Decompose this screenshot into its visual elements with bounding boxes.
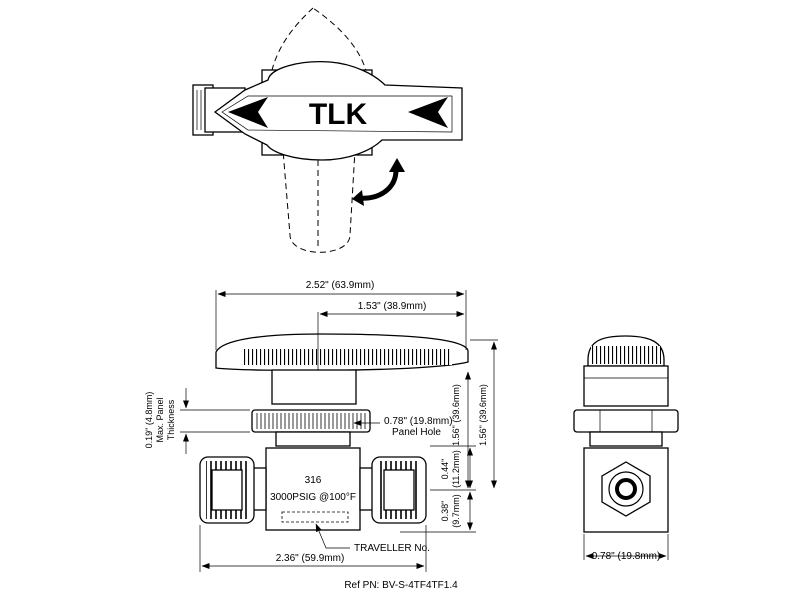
- side-bonnet: [589, 431, 663, 447]
- side-stem: [583, 365, 669, 407]
- dim-end-to-end: 2.36" (59.9mm): [276, 553, 345, 564]
- traveller-plate: [281, 511, 349, 523]
- dim-handle-offset: 1.53" (38.9mm): [358, 301, 427, 312]
- handle-alt-position-outline: [269, 7, 369, 253]
- right-arrow-icon: [408, 97, 448, 128]
- front-stem: [271, 369, 357, 405]
- dim-centerline-upper-mm: (11.2mm): [451, 450, 461, 488]
- brand-logo: TLK: [309, 98, 368, 131]
- dim-overall-width: 2.52" (63.9mm): [306, 280, 375, 291]
- body-material: 316: [305, 475, 322, 486]
- rotation-arrow-icon: [357, 169, 399, 201]
- valve-body: [265, 447, 361, 531]
- dim-panel-thickness-value: 0.19" (4.8mm): [144, 392, 154, 449]
- top-view: TLK: [192, 7, 463, 253]
- traveller-leader: [315, 523, 350, 549]
- front-view: 316 3000PSIG @100°F 2.52" (63.9mm) 1.53"…: [144, 280, 498, 591]
- traveller-label: TRAVELLER No.: [354, 543, 430, 554]
- reference-part-number: Ref PN: BV-S-4TF4TF1.4: [344, 580, 458, 591]
- side-view: 0.78" (19.8mm): [573, 335, 679, 562]
- dim-height-to-panel: 1.56" (39.6mm): [451, 384, 461, 446]
- side-port-bore: [615, 478, 637, 500]
- dim-panel-thickness-label-1: Max. Panel: [155, 397, 165, 442]
- handle-lever-inner-edge: [221, 95, 453, 133]
- dim-centerline-lower-mm: (9.7mm): [451, 494, 461, 528]
- dim-centerline-lower-in: 0.38": [440, 501, 450, 522]
- dim-overall-height: 1.56" (39.6mm): [478, 384, 488, 446]
- dim-side-width: 0.78" (19.8mm): [592, 551, 661, 562]
- side-panel-nut: [573, 409, 679, 433]
- dim-centerline-upper-in: 0.44": [440, 459, 450, 480]
- left-arrow-icon: [228, 97, 268, 128]
- front-handle-knurl: [242, 349, 452, 365]
- body-rating: 3000PSIG @100°F: [270, 492, 356, 503]
- dim-panel-hole-value: 0.78" (19.8mm): [384, 416, 453, 427]
- dim-panel-hole-label: Panel Hole: [392, 427, 441, 438]
- dim-panel-thickness-label-2: Thickness: [166, 399, 176, 440]
- front-bonnet: [275, 431, 351, 447]
- handle-lever: [213, 61, 463, 161]
